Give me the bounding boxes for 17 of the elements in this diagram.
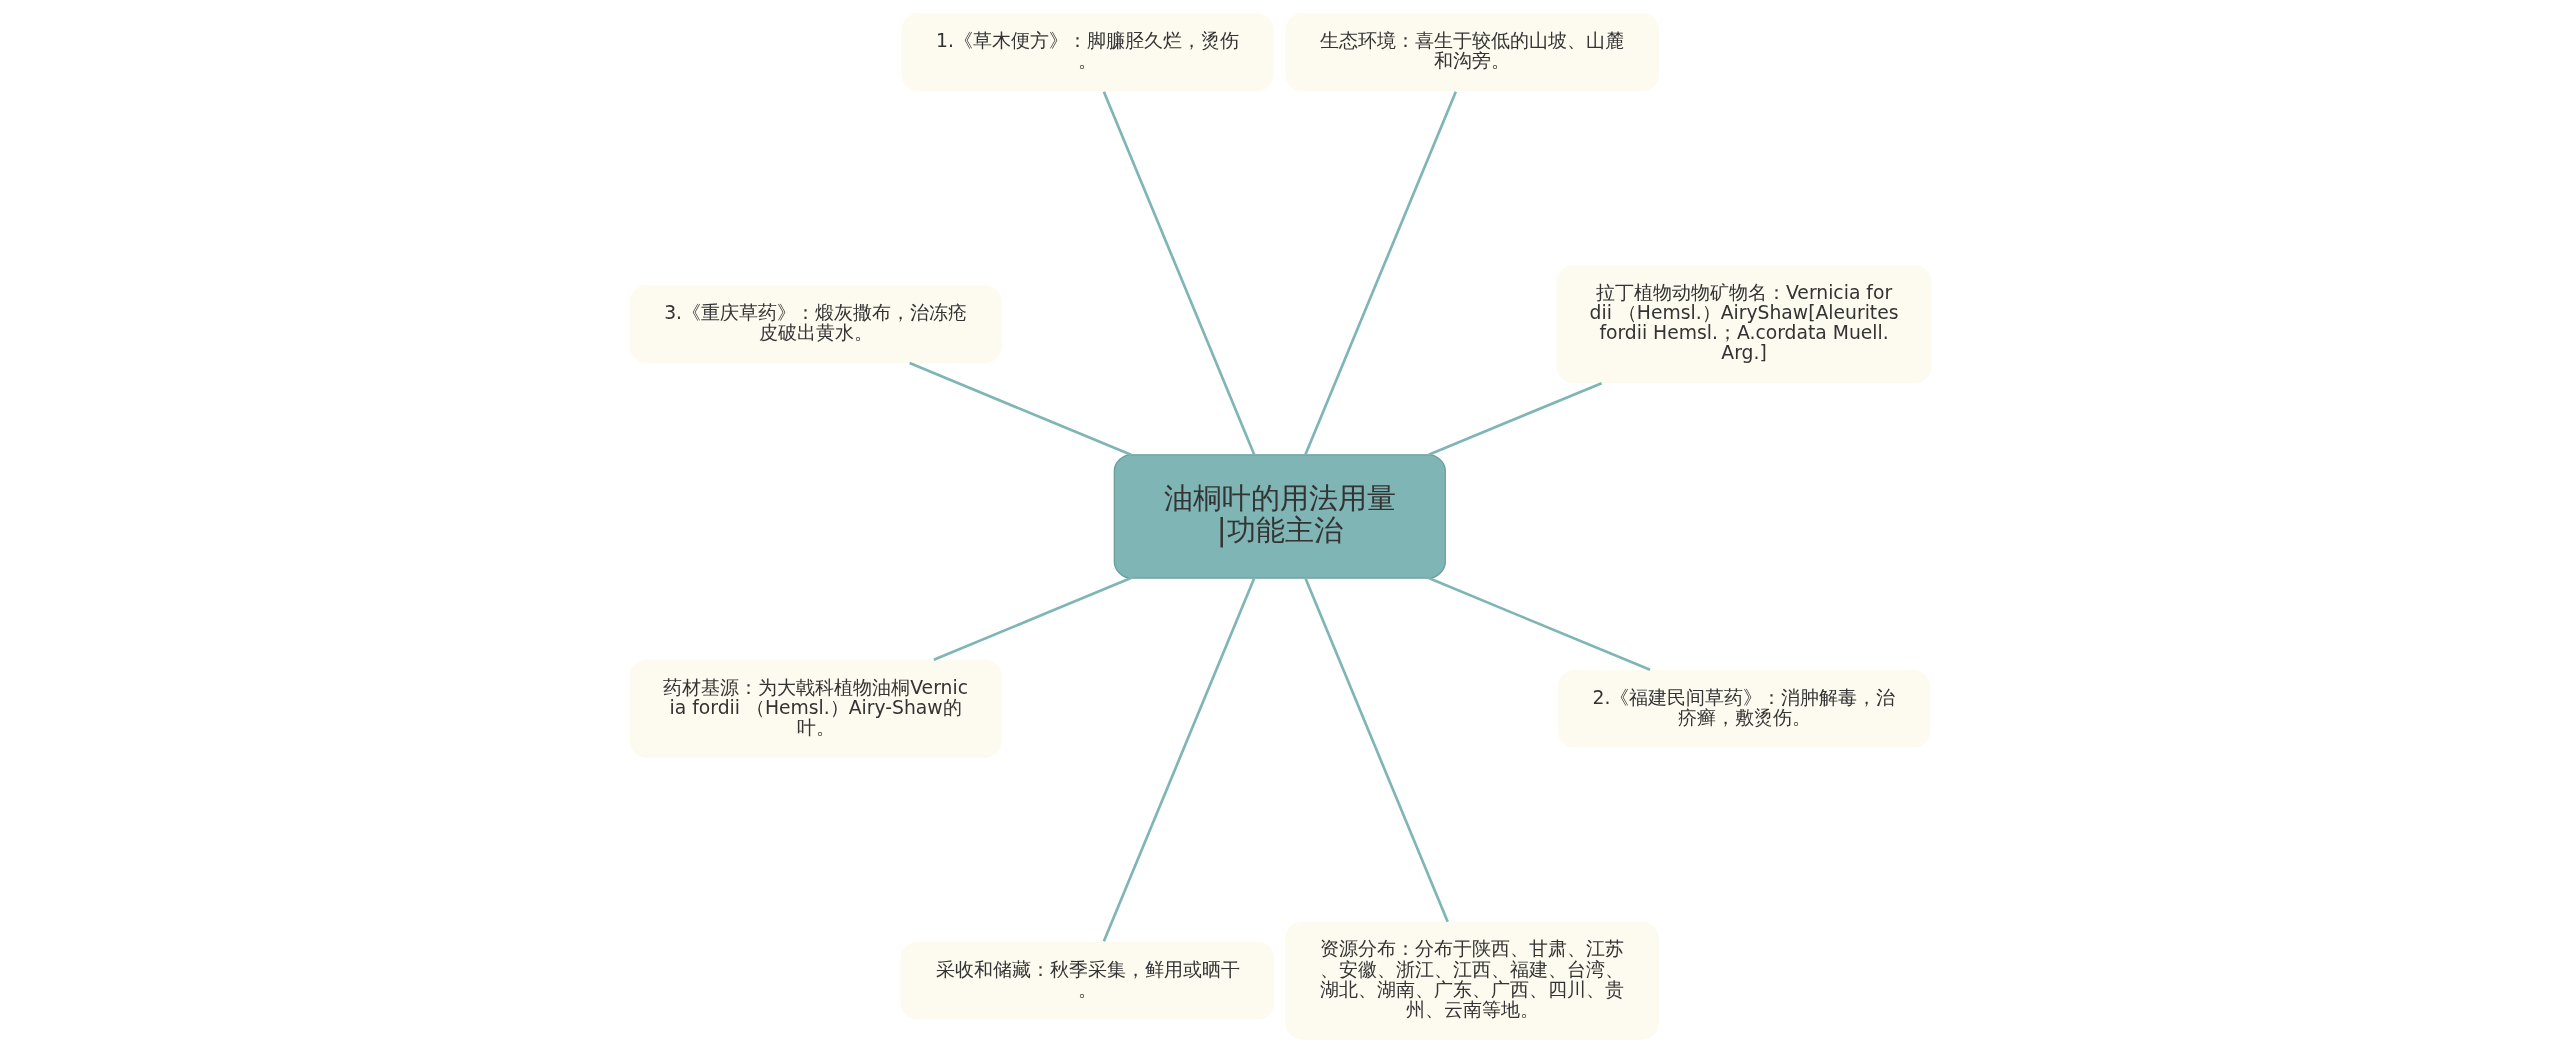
node-box: 拉丁植物动物矿物名：Vernicia fordii （Hemsl.）AiryShaw[Aleurites fordii Hemsl.；A.cordata Muell.Arg.] (1556, 265, 1932, 384)
node-box: 3.《重庆草药》：煅灰撒布，治冻疮皮破出黄水。 (628, 285, 1002, 363)
connector (908, 361, 1132, 457)
connector (1427, 576, 1651, 672)
node-box: 生态环境：喜生于较低的山坡、山麓和沟旁。 (1284, 13, 1659, 92)
connector (1102, 91, 1256, 456)
connector (1102, 577, 1256, 942)
connector (1303, 577, 1449, 923)
node-box: 采收和储藏：秋季采集，鲜用或晒干。 (900, 941, 1274, 1020)
connector (932, 576, 1132, 661)
node-box: 资源分布：分布于陕西、甘肃、江苏、安徽、浙江、江西、福建、台湾、湖北、湖南、广东、广西、四川、贵州、云南等地。 (1284, 921, 1659, 1040)
node-box: 油桐叶的用法用量|功能主治 (1113, 454, 1446, 579)
node-box: 2.《福建民间草药》：消肿解毒，治疥癣，敷烫伤。 (1557, 669, 1930, 748)
connector (1303, 91, 1457, 456)
node-box: 药材基源：为大戟科植物油桐Vernicia fordii （Hemsl.）Airy-Shaw的叶。 (628, 659, 1002, 758)
node-box: 1.《草木便方》：脚臁胫久烂，烫伤。 (900, 13, 1274, 92)
connector (1427, 381, 1602, 457)
